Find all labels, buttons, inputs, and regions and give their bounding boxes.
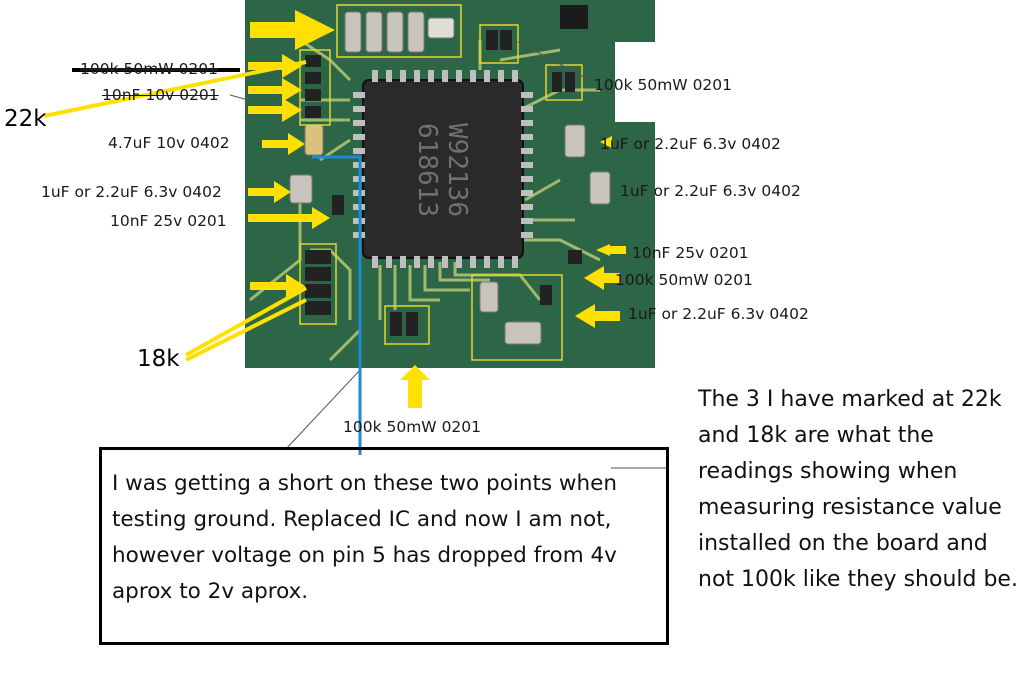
label-18k: 18k <box>137 346 180 372</box>
leader-lines <box>229 41 668 469</box>
arrow-icon <box>248 78 302 102</box>
yellow-pointer-lines <box>43 60 307 362</box>
label-1uf-right-2: 1uF or 2.2uF 6.3v 0402 <box>620 182 801 200</box>
yellow-arrows <box>248 10 626 408</box>
arrow-icon <box>248 207 330 229</box>
note-text: I was getting a short on these two point… <box>112 471 617 604</box>
side-note-text: The 3 I have marked at 22k and 18k are w… <box>698 387 1018 592</box>
arrow-icon <box>248 54 302 78</box>
components <box>289 5 611 345</box>
label-100k-right-mid: 100k 50mW 0201 <box>615 271 754 289</box>
label-4-7uf: 4.7uF 10v 0402 <box>108 134 230 152</box>
label-22k: 22k <box>4 106 47 132</box>
arrow-icon <box>250 274 305 298</box>
label-100k-top-left: 100k 50mW 0201 <box>80 60 219 78</box>
arrow-icon <box>248 181 291 203</box>
arrow-icon <box>400 365 430 408</box>
arrow-icon <box>596 244 626 256</box>
arrow-icon <box>600 136 612 148</box>
blue-marker-line <box>312 155 362 455</box>
label-100k-top-right: 100k 50mW 0201 <box>594 76 733 94</box>
chip-marking-line1: W92136 <box>442 123 472 217</box>
label-100k-bottom: 100k 50mW 0201 <box>343 418 482 436</box>
label-1uf-right-3: 1uF or 2.2uF 6.3v 0402 <box>628 305 809 323</box>
note-box: I was getting a short on these two point… <box>99 447 669 645</box>
arrow-icon <box>248 98 302 122</box>
label-10nf-25v-left: 10nF 25v 0201 <box>110 212 227 230</box>
side-note: The 3 I have marked at 22k and 18k are w… <box>698 382 1018 598</box>
arrow-icon <box>262 133 305 155</box>
label-10nf-10v: 10nF 10v 0201 <box>102 86 219 104</box>
arrow-icon <box>250 10 335 50</box>
label-10nf-25v-right: 10nF 25v 0201 <box>632 244 749 262</box>
arrow-icon <box>575 304 620 328</box>
label-1uf-right-1: 1uF or 2.2uF 6.3v 0402 <box>600 135 781 153</box>
chip-marking-line2: 618613 <box>412 123 442 217</box>
pcb-photo: W92136 618613 <box>245 0 655 368</box>
arrow-icon <box>584 266 620 290</box>
label-1uf-left: 1uF or 2.2uF 6.3v 0402 <box>41 183 222 201</box>
